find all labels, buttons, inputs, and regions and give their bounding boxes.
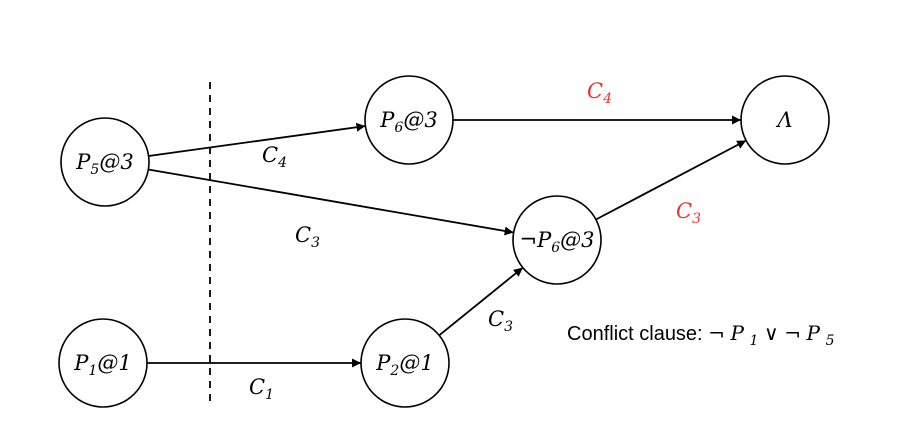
- node-p1-at-1: P1@1: [58, 318, 148, 408]
- node-label: P6@3: [379, 108, 437, 136]
- node-variable: P: [73, 351, 89, 375]
- conflict-literal-1-neg: ¬: [708, 321, 725, 345]
- edge-label-e3: C3: [295, 223, 320, 251]
- node-circle: [60, 117, 150, 207]
- node-subscript: 6: [394, 120, 403, 136]
- edge-label-e6: C1: [249, 375, 274, 403]
- edge-label-var: C: [676, 199, 692, 223]
- node-variable: P: [375, 351, 391, 375]
- node-label: P5@3: [75, 150, 133, 178]
- edge-label-sub: 3: [504, 319, 513, 335]
- node-p6-at-3: P6@3: [364, 75, 454, 165]
- edge-p5-to-np6: [148, 168, 514, 236]
- node-subscript: 6: [551, 240, 560, 256]
- node-level: @3: [99, 150, 133, 174]
- node-level: @1: [399, 351, 433, 375]
- node-circle: [360, 318, 450, 408]
- edge-line: [148, 122, 366, 157]
- node-label: P1@1: [73, 351, 131, 379]
- edge-p2-to-np6: [438, 266, 524, 337]
- node-variable: P: [75, 150, 91, 174]
- edge-label-e1: C4: [262, 143, 287, 171]
- edge-label-e4: C3: [676, 199, 701, 227]
- edge-label-sub: 1: [265, 387, 274, 403]
- edge-line: [595, 139, 747, 221]
- conflict-or-operator: ∨: [764, 323, 784, 345]
- conflict-literal-2-neg: ¬: [784, 321, 801, 345]
- node-p2-at-1: P2@1: [360, 318, 450, 408]
- node-circle: [512, 195, 602, 285]
- edge-label-sub: 4: [277, 155, 287, 171]
- node-label: Λ: [775, 108, 792, 132]
- node-not-p6-at-3: ¬P6@3: [512, 195, 602, 285]
- edge-label-var: C: [488, 307, 504, 331]
- node-label: ¬P6@3: [519, 228, 594, 256]
- edge-label-var: C: [295, 223, 311, 247]
- conflict-literal-1-var: P: [730, 321, 745, 345]
- edge-p5-to-p6: [148, 122, 366, 157]
- node-negation: ¬: [519, 228, 537, 252]
- conflict-clause-label: Conflict clause:: [567, 323, 708, 345]
- edge-line: [438, 266, 524, 337]
- edges: [147, 115, 747, 368]
- node-circle: [740, 75, 830, 165]
- node-circle: [364, 75, 454, 165]
- edge-label-var: C: [249, 375, 265, 399]
- node-level: @3: [403, 108, 437, 132]
- node-subscript: 1: [88, 363, 97, 379]
- conflict-literal-2-var: P: [806, 321, 821, 345]
- conflict-literal-1-sub: 1: [750, 333, 759, 349]
- node-label: P2@1: [375, 351, 433, 379]
- node-circle: [58, 318, 148, 408]
- edge-line: [148, 168, 514, 236]
- edge-label-e2: C4: [587, 79, 612, 107]
- conflict-literal-2-sub: 5: [826, 333, 835, 349]
- node-subscript: 2: [389, 363, 399, 379]
- node-p5-at-3: P5@3: [60, 117, 150, 207]
- node-subscript: 5: [90, 162, 99, 178]
- conflict-clause: Conflict clause: ¬ P 1 ∨ ¬ P 5: [567, 321, 835, 350]
- node-variable: Λ: [775, 108, 792, 132]
- edge-label-sub: 3: [692, 211, 701, 227]
- edge-label-sub: 4: [602, 91, 612, 107]
- edge-label-var: C: [587, 79, 603, 103]
- edge-label-sub: 3: [311, 235, 320, 251]
- edge-label-e5: C3: [488, 307, 513, 335]
- node-lambda: Λ: [740, 75, 830, 165]
- node-level: @1: [97, 351, 131, 375]
- node-variable: P: [536, 228, 552, 252]
- node-level: @3: [560, 228, 594, 252]
- edge-label-var: C: [262, 143, 278, 167]
- node-variable: P: [379, 108, 395, 132]
- edge-np6-to-lambda: [595, 139, 747, 221]
